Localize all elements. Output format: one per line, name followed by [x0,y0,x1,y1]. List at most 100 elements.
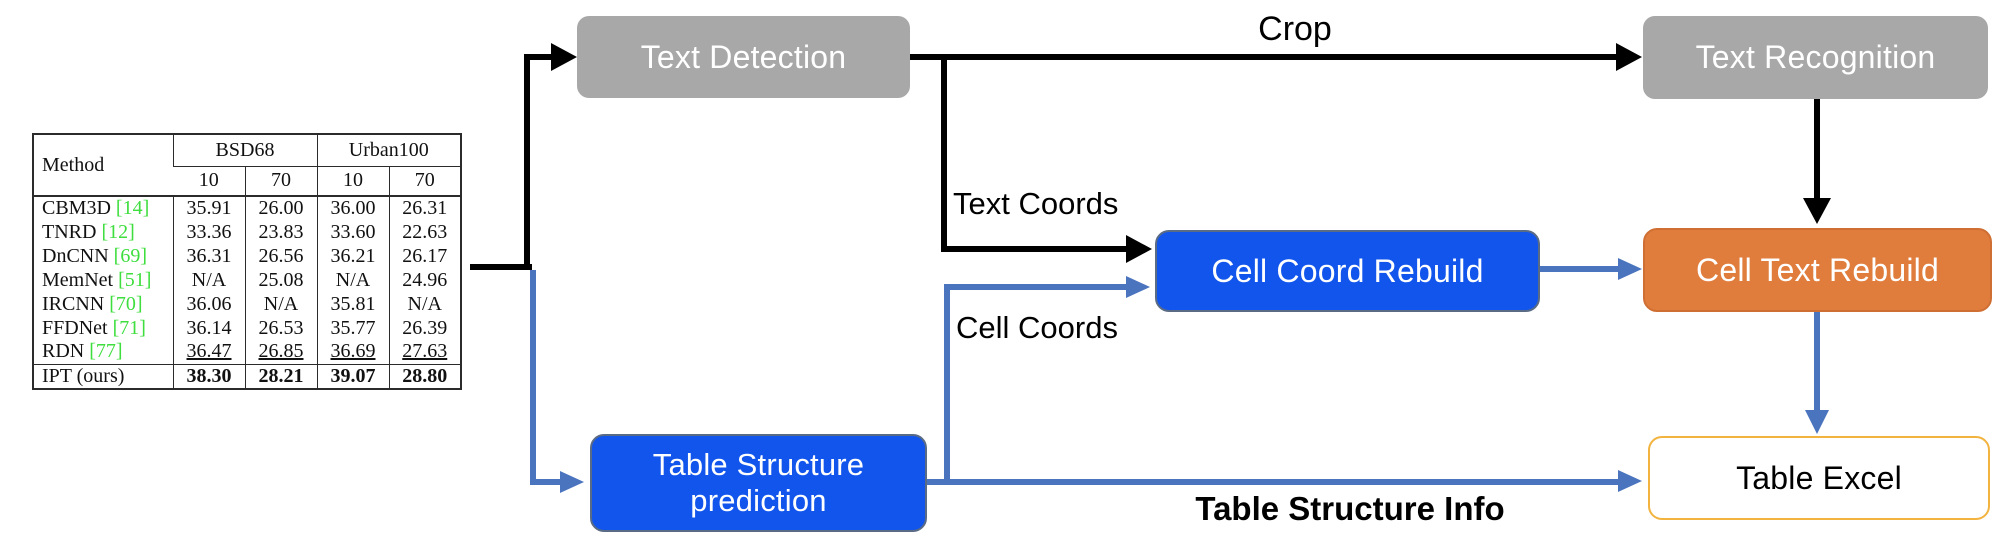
node-label-line2: prediction [690,483,827,518]
edge-text-coords-horizontal [941,246,1126,252]
method-cell: RDN [77] [42,340,123,363]
value-cell: N/A [172,268,245,292]
header-noise-level: 70 [388,166,462,197]
value-cell: 25.08 [244,268,317,292]
citation-ref: [77] [89,340,123,363]
value-cell: N/A [316,268,389,292]
edge-cell-coords-horizontal [944,284,1126,290]
value-cell: 35.91 [172,196,245,220]
node-table-structure-prediction: Table Structure prediction [590,434,927,532]
method-cell: TNRD [12] [42,220,135,243]
node-label: Cell Coord Rebuild [1211,252,1484,289]
node-label: Text Recognition [1695,39,1936,75]
value-cell: N/A [244,292,317,316]
node-label: Cell Text Rebuild [1696,251,1939,288]
value-cell: 28.21 [244,363,317,389]
edge-label-cell-coords: Cell Coords [956,310,1118,345]
value-cell: 36.06 [172,292,245,316]
value-cell: 36.47 [172,340,245,364]
edge-cell-coord-rebuild-to-cell-text-rebuild [1540,266,1618,272]
value-cell: 23.83 [244,220,317,244]
citation-ref: [71] [112,316,146,339]
method-cell: IRCNN [70] [42,292,143,315]
value-cell: 36.00 [316,196,389,220]
citation-ref: [69] [113,244,147,267]
edge-cell-coords-vertical [944,284,950,483]
edge-to-table-structure-vertical [530,270,536,482]
value-cell: 36.21 [316,244,389,268]
value-cell: 36.31 [172,244,245,268]
node-label: Text Detection [640,38,847,75]
value-cell: 26.00 [244,196,317,220]
node-text-recognition: Text Recognition [1643,16,1988,99]
value-cell: 36.69 [316,340,389,364]
value-cell: 26.56 [244,244,317,268]
edge-to-table-structure-horizontal [530,479,560,485]
node-label-line1: Table Structure [652,447,865,483]
method-cell: FFDNet [71] [42,316,146,339]
arrowhead-into-text-detection [551,43,577,71]
arrowhead-into-table-excel-top [1805,410,1829,434]
edge-table-structure-info [927,479,1618,485]
value-cell: 26.31 [388,196,462,220]
citation-ref: [70] [109,292,143,315]
value-cell: 27.63 [388,340,462,364]
edge-text-coords-vertical [941,54,947,252]
header-bsd68: BSD68 [172,134,317,167]
arrowhead-into-cell-text-rebuild-top [1803,198,1831,224]
header-urban100: Urban100 [316,134,462,167]
value-cell: N/A [388,292,462,316]
arrowhead-text-coords-into-cell-coord-rebuild [1126,235,1152,263]
citation-ref: [12] [101,220,135,243]
citation-ref: [51] [118,268,152,291]
method-cell: IPT (ours) [33,363,173,389]
edge-cell-text-rebuild-to-table-excel [1814,312,1820,410]
edge-label-table-structure-info: Table Structure Info [1195,490,1505,527]
arrowhead-into-cell-text-rebuild-left [1618,258,1642,280]
value-cell: 36.14 [172,316,245,340]
arrowhead-into-table-excel-left [1618,470,1642,492]
method-cell: CBM3D [14] [42,197,150,219]
arrowhead-into-text-recognition [1616,43,1642,71]
value-cell: 35.77 [316,316,389,340]
value-cell: 33.36 [172,220,245,244]
header-noise-level: 10 [173,166,245,197]
value-cell: 26.85 [244,340,317,364]
table-header-row-1: Method BSD68 Urban100 [33,134,462,197]
table-header-row-2: 10 70 10 70 [33,166,462,197]
value-cell: 26.53 [244,316,317,340]
results-table: Method BSD68 Urban100 10 70 10 70 CBM3D … [32,133,463,390]
value-cell: 24.96 [388,268,462,292]
value-cell: 28.80 [388,363,462,389]
value-cell: 38.30 [172,363,245,389]
edge-to-text-detection-horizontal [524,54,552,60]
header-noise-level: 70 [244,166,317,197]
edge-label-text-coords: Text Coords [953,186,1119,221]
arrowhead-into-table-structure-prediction [560,471,584,493]
value-cell: 22.63 [388,220,462,244]
value-cell: 35.81 [316,292,389,316]
edge-label-crop: Crop [1258,10,1332,48]
value-cell: 39.07 [316,363,389,389]
value-cell: 26.39 [388,316,462,340]
edge-text-recognition-to-cell-text-rebuild [1814,99,1820,199]
citation-ref: [14] [115,197,150,219]
node-label: Table Excel [1736,459,1902,496]
node-table-excel: Table Excel [1648,436,1990,520]
header-method: Method [33,134,173,197]
value-cell: 33.60 [316,220,389,244]
node-cell-coord-rebuild: Cell Coord Rebuild [1155,230,1540,312]
value-cell: 26.17 [388,244,462,268]
edge-table-junction [470,264,532,270]
edge-to-text-detection-vertical [524,54,530,270]
arrowhead-cell-coords-into-cell-coord-rebuild [1126,276,1150,298]
